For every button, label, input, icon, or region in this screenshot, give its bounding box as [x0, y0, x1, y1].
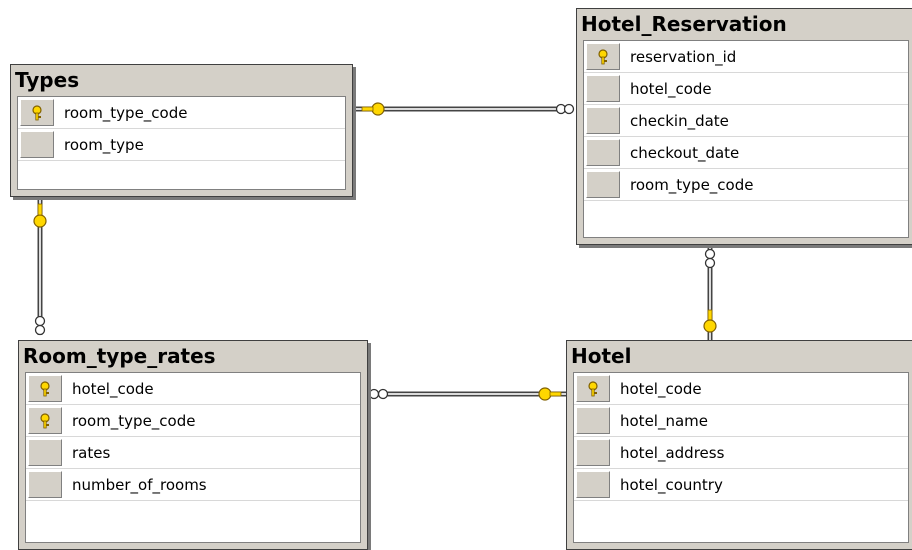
relationship-hotel-hotel-reservation[interactable] — [703, 248, 717, 340]
column-name: reservation_id — [630, 48, 737, 66]
primary-key-icon — [576, 375, 610, 402]
column-row[interactable]: number_of_rooms — [26, 469, 360, 501]
column-row[interactable]: hotel_code — [574, 373, 908, 405]
relationship-types-room-type-rates[interactable] — [33, 200, 47, 336]
table-hotel-reservation[interactable]: Hotel_Reservation reservation_id hotel_c… — [576, 8, 912, 245]
column-row[interactable]: hotel_country — [574, 469, 908, 501]
infinity-end-icon — [368, 388, 389, 400]
column-name: hotel_code — [72, 380, 154, 398]
primary-key-icon — [20, 99, 54, 126]
row-selector — [586, 139, 620, 166]
column-name: hotel_country — [620, 476, 723, 494]
column-name: rates — [72, 444, 111, 462]
column-row[interactable]: room_type — [18, 129, 345, 161]
column-grid: room_type_code room_type — [17, 96, 346, 190]
column-row[interactable]: reservation_id — [584, 41, 908, 73]
row-selector — [586, 171, 620, 198]
column-row[interactable]: checkin_date — [584, 105, 908, 137]
infinity-end-icon — [704, 248, 716, 269]
column-grid: hotel_code hotel_name hotel_address hote… — [573, 372, 909, 543]
infinity-end-icon — [34, 315, 46, 336]
column-name: number_of_rooms — [72, 476, 207, 494]
column-name: hotel_address — [620, 444, 725, 462]
column-row[interactable]: room_type_code — [584, 169, 908, 201]
table-title: Hotel — [571, 344, 632, 368]
row-selector — [28, 471, 62, 498]
column-grid: hotel_code room_type_code rates number_o… — [25, 372, 361, 543]
column-name: room_type — [64, 136, 144, 154]
column-row[interactable]: hotel_code — [584, 73, 908, 105]
column-name: room_type_code — [64, 104, 188, 122]
column-row[interactable]: hotel_code — [26, 373, 360, 405]
row-selector — [586, 107, 620, 134]
row-selector — [20, 131, 54, 158]
column-row[interactable]: rates — [26, 437, 360, 469]
table-title: Types — [15, 68, 80, 92]
column-name: room_type_code — [72, 412, 196, 430]
table-types[interactable]: Types room_type_code room_type — [10, 64, 353, 197]
column-grid: reservation_id hotel_code checkin_date c… — [583, 40, 909, 238]
column-name: hotel_name — [620, 412, 709, 430]
key-end-icon — [33, 203, 47, 228]
column-name: room_type_code — [630, 176, 754, 194]
row-selector — [576, 407, 610, 434]
key-end-icon — [703, 309, 717, 333]
column-name: checkin_date — [630, 112, 729, 130]
column-row[interactable]: room_type_code — [18, 97, 345, 129]
row-selector — [28, 439, 62, 466]
column-row[interactable]: room_type_code — [26, 405, 360, 437]
primary-key-icon — [586, 43, 620, 70]
key-end-icon — [361, 102, 385, 116]
row-selector — [576, 471, 610, 498]
column-row[interactable]: hotel_name — [574, 405, 908, 437]
table-title: Room_type_rates — [23, 344, 216, 368]
key-end-icon — [538, 387, 562, 401]
table-hotel[interactable]: Hotel hotel_code hotel_name hotel_addres… — [566, 340, 912, 550]
column-name: hotel_code — [620, 380, 702, 398]
relationship-hotel-room-type-rates[interactable] — [368, 387, 566, 401]
relationship-types-hotel-reservation[interactable] — [352, 102, 575, 116]
primary-key-icon — [28, 375, 62, 402]
row-selector — [576, 439, 610, 466]
primary-key-icon — [28, 407, 62, 434]
column-row[interactable]: checkout_date — [584, 137, 908, 169]
table-title: Hotel_Reservation — [581, 12, 787, 36]
column-row[interactable]: hotel_address — [574, 437, 908, 469]
infinity-end-icon — [555, 103, 575, 115]
table-room-type-rates[interactable]: Room_type_rates hotel_code room_type_cod… — [18, 340, 368, 550]
row-selector — [586, 75, 620, 102]
column-name: hotel_code — [630, 80, 712, 98]
column-name: checkout_date — [630, 144, 740, 162]
